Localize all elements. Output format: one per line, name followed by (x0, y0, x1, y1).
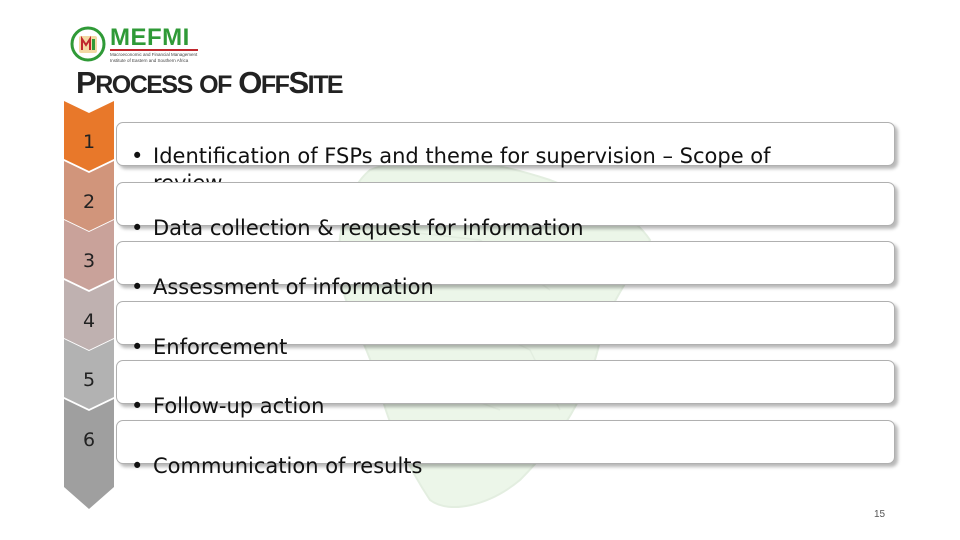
title-part: ROCESS (95, 71, 193, 99)
title-part: P (76, 65, 97, 100)
step-text: Follow-up action (153, 394, 325, 418)
title-part: FF (260, 71, 290, 99)
step-chevron-6: 6 (64, 399, 114, 509)
bullet: • (131, 335, 144, 359)
logo-wordmark: MEFMI (110, 24, 190, 52)
chevron-shape (64, 339, 114, 409)
step-text: Data collection & request for informatio… (153, 216, 584, 240)
step-chevron-1: 1 (64, 101, 114, 171)
page-number: 15 (874, 509, 886, 520)
logo-tagline: Macroeconomic and Financial Management I… (110, 52, 198, 63)
logo-wordmark-text: MEFMI (110, 24, 190, 51)
step-text-row: • Enforcement (131, 307, 874, 361)
logo-underline (110, 49, 198, 51)
page-title: PROCESS OF OFFSITE (76, 64, 344, 101)
step-card-3: • Assessment of information (116, 241, 895, 299)
step-number: 3 (82, 250, 96, 272)
step-number: 5 (82, 369, 96, 391)
step-chevron-2: 2 (64, 161, 114, 231)
step-chevron-4: 4 (64, 280, 114, 350)
step-text: Enforcement (153, 335, 288, 359)
title-part: S (288, 65, 309, 100)
step-chevron-5: 5 (64, 339, 114, 409)
step-number: 6 (82, 429, 96, 451)
step-text-row: • Identification of FSPs and theme for su… (131, 116, 874, 197)
chevron-shape (64, 220, 114, 290)
step-card-4: • Enforcement (116, 301, 895, 359)
chevron-shape (64, 280, 114, 350)
mefmi-logo: MEFMI Macroeconomic and Financial Manage… (70, 24, 200, 66)
step-text-row: • Assessment of information (131, 247, 874, 301)
step-text-row: • Follow-up action (131, 366, 874, 420)
title-part: ITE (307, 71, 344, 99)
step-text: Identification of FSPs and theme for sup… (153, 144, 771, 195)
step-text: Assessment of information (153, 275, 434, 299)
step-chevron-3: 3 (64, 220, 114, 290)
step-card-1: • Identification of FSPs and theme for su… (116, 122, 895, 195)
title-part: O (238, 65, 262, 100)
step-text: Communication of results (153, 454, 423, 478)
step-card-6: • Communication of results (116, 420, 895, 478)
step-card-5: • Follow-up action (116, 360, 895, 418)
bullet: • (131, 144, 144, 168)
title-part: OF (199, 71, 232, 99)
step-number: 1 (82, 131, 96, 153)
bullet: • (131, 216, 144, 240)
bullet: • (131, 275, 144, 299)
step-card-2: • Data collection & request for informati… (116, 182, 895, 240)
bullet: • (131, 394, 144, 418)
chevron-shape (64, 399, 114, 509)
step-text-row: • Communication of results (131, 426, 874, 480)
bullet: • (131, 454, 144, 478)
step-text-row: • Data collection & request for informati… (131, 188, 874, 242)
chevron-shape (64, 161, 114, 231)
mefmi-emblem-icon (70, 26, 106, 62)
step-number: 4 (82, 310, 96, 332)
step-number: 2 (82, 191, 96, 213)
chevron-shape (64, 101, 114, 171)
